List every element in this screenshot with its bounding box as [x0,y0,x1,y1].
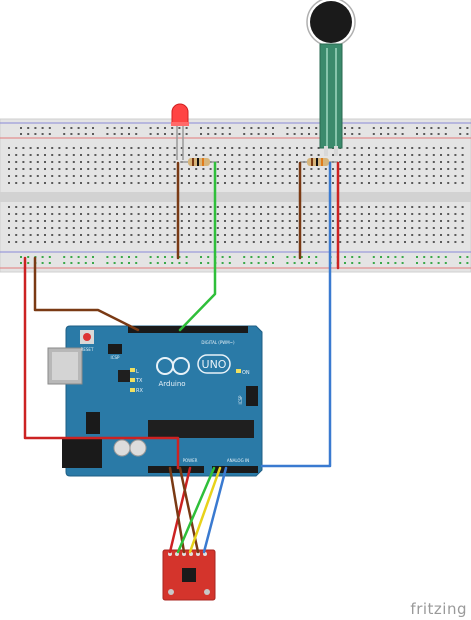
led-on-label: ON [242,370,250,376]
arduino-uno: UNO Arduino RESET ICSP ICSP DIGITAL (PWM… [47,325,263,477]
icsp-label: ICSP [111,355,121,360]
force-sensor [306,0,356,156]
red-led [171,103,189,160]
wires-arduino [23,161,332,554]
power-label: POWER [183,458,198,463]
board-model-label: UNO [202,358,227,371]
analog-label: ANALOG IN [227,458,249,463]
resistor-sensor [300,158,338,166]
breadboard [0,118,471,273]
breadboard-holes [8,127,469,264]
led-tx-label: TX [135,378,143,384]
reset-label: RESET [81,347,94,352]
fritzing-watermark: fritzing [410,600,467,618]
wires-breadboard [176,161,340,270]
led-l-label: L [136,369,139,375]
resistor-led [180,158,218,166]
icsp2-label: ICSP [238,395,243,405]
digital-label: DIGITAL (PWM~) [201,340,235,345]
board-brand-label: Arduino [158,380,185,388]
led-rx-label: RX [136,388,143,394]
accelerometer-sensor [162,549,216,601]
